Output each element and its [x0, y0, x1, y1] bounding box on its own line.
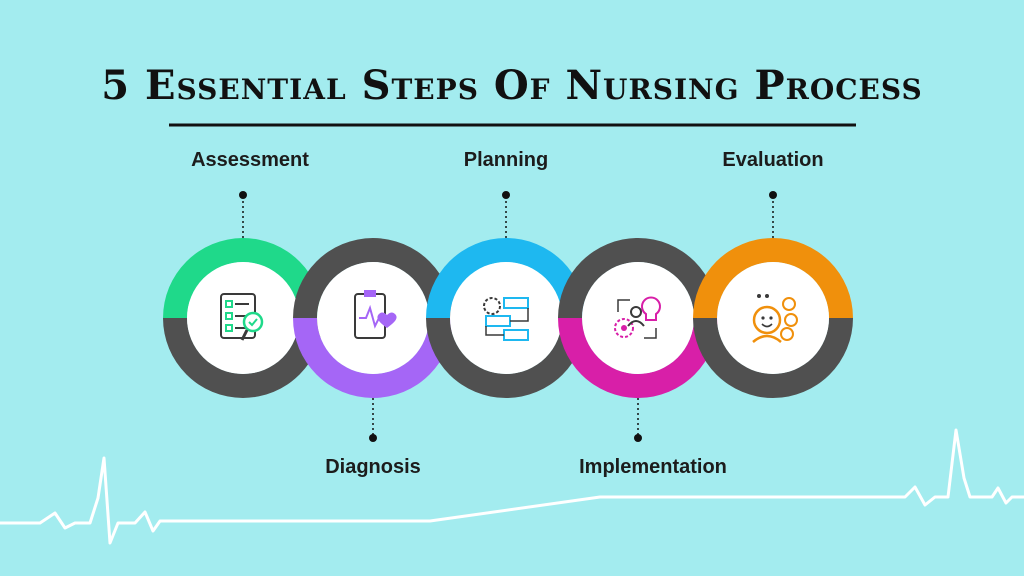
ring-top-half: [558, 238, 718, 318]
ring-bottom-half: [693, 318, 853, 398]
step-ring-implementation: [558, 238, 718, 398]
connector-implementation: [634, 398, 642, 442]
step-ring-evaluation: [693, 238, 853, 398]
ring-inner-disc: [582, 262, 694, 374]
ring-bottom-half: [558, 318, 718, 398]
step-ring-assessment: [163, 238, 323, 398]
step-label-assessment: Assessment: [191, 149, 309, 171]
ring-inner-disc: [450, 262, 562, 374]
step-label-diagnosis: Diagnosis: [325, 456, 421, 478]
ring-top-half: [163, 238, 323, 318]
ring-top-half: [293, 238, 453, 318]
step-label-planning: Planning: [463, 149, 549, 171]
ring-top-half: [426, 238, 586, 318]
person-checklist-icon: [752, 294, 798, 343]
clipboard-magnifier-icon: [220, 293, 264, 341]
gear-lightbulb-icon: [614, 296, 661, 339]
connector-planning: [502, 191, 510, 238]
step-label-evaluation: Evaluation: [722, 149, 824, 171]
ring-inner-disc: [187, 262, 299, 374]
connector-diagnosis: [369, 398, 377, 442]
ring-inner-disc: [717, 262, 829, 374]
heartbeat-line: [0, 428, 1024, 545]
ring-top-half: [693, 238, 853, 318]
ring-bottom-half: [426, 318, 586, 398]
step-ring-planning: [426, 238, 586, 398]
heart-report-icon: [354, 290, 397, 339]
step-ring-diagnosis: [293, 238, 453, 398]
connector-assessment: [239, 191, 247, 238]
connector-evaluation: [769, 191, 777, 238]
ring-bottom-half: [163, 318, 323, 398]
page-title: 5 Essential Steps Of Nursing Process: [101, 62, 923, 109]
gear-checklist-icon: [483, 297, 529, 341]
ring-bottom-half: [293, 318, 453, 398]
step-label-implementation: Implementation: [579, 456, 727, 478]
